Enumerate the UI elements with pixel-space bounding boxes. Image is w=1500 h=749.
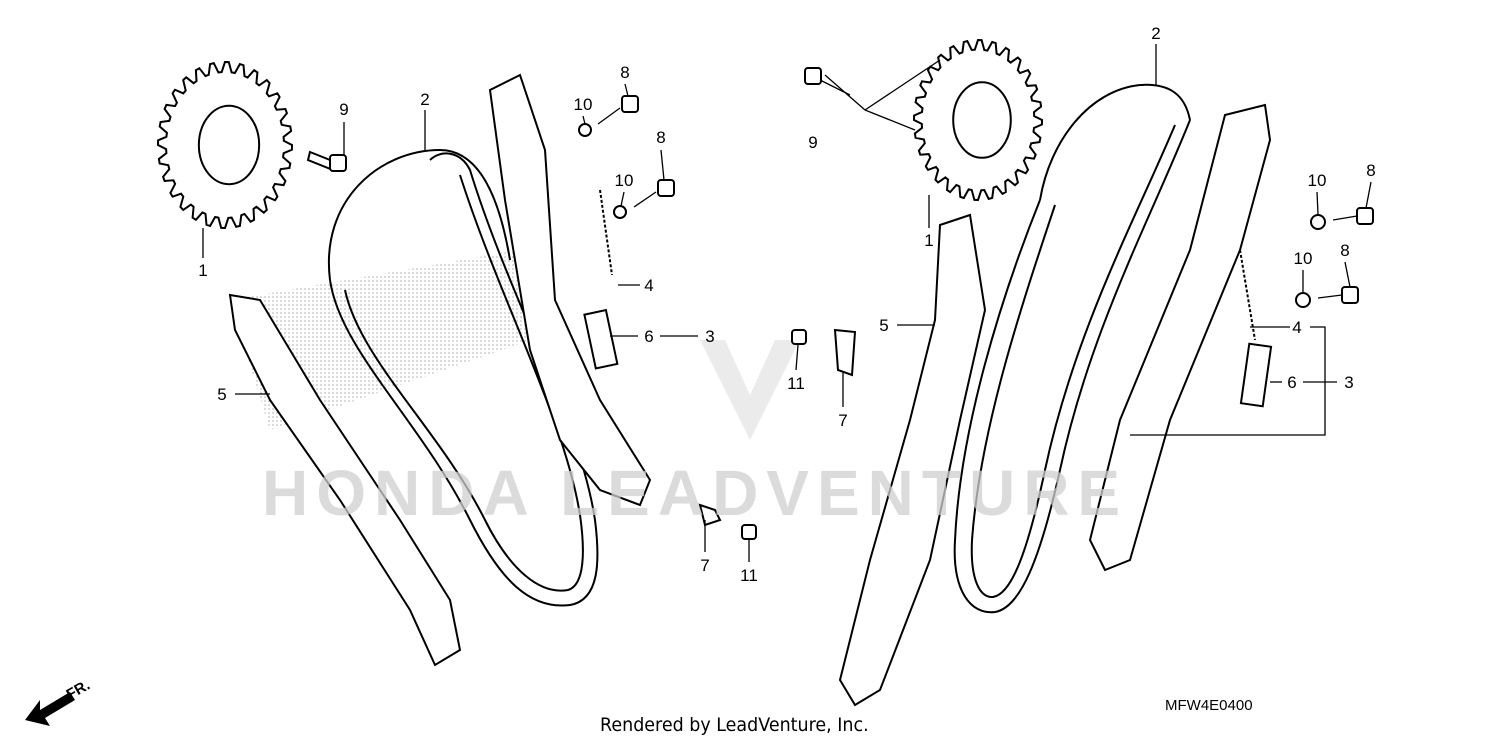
left-assembly (156, 60, 857, 667)
bolt-head-9-left (329, 154, 347, 172)
cam-sprocket-left (156, 60, 294, 230)
tensioner-left (488, 73, 652, 507)
collar-right (1239, 342, 1273, 408)
callout-5: 5 (217, 385, 226, 404)
chain-guide-right (838, 213, 987, 707)
cam-sprocket-right (912, 38, 1044, 202)
leader-lines (202, 44, 1372, 562)
callout-3: 3 (705, 327, 714, 346)
callout-6: 6 (1287, 373, 1296, 392)
callout-10: 10 (574, 95, 593, 114)
cam-chain-left (327, 148, 511, 281)
bolt-8b-left (657, 179, 675, 197)
clip-7-left (698, 503, 722, 527)
bolt-8a-left (621, 95, 639, 113)
front-direction-arrow: FR. (25, 677, 93, 726)
diagram-code: MFW4E0400 (1165, 697, 1253, 714)
sprocket-hub (197, 104, 261, 186)
washer-10a-right (1310, 214, 1326, 230)
callout-7: 7 (838, 411, 847, 430)
bolt-9-right (804, 67, 822, 85)
callouts: 1 9 2 10 8 8 10 4 6 3 5 7 11 11 7 9 1 2 … (198, 24, 1375, 585)
callout-8: 8 (1340, 241, 1349, 260)
cam-chain-left-loop (329, 152, 599, 607)
washer-10b-right (1295, 292, 1311, 308)
bolt-8a-right (1356, 207, 1374, 225)
tensioner-spring-left (599, 189, 613, 276)
callout-6: 6 (644, 327, 653, 346)
callout-10: 10 (1294, 249, 1313, 268)
bolt-11-center (791, 329, 807, 345)
callout-11: 11 (787, 374, 805, 393)
callout-9: 9 (808, 133, 817, 152)
callout-2: 2 (420, 90, 429, 109)
callout-1: 1 (198, 261, 207, 280)
cam-chain-right (1039, 83, 1191, 201)
callout-8: 8 (1366, 161, 1375, 180)
tensioner-right (1088, 103, 1272, 572)
watermark-background (230, 250, 800, 440)
callout-10: 10 (615, 171, 634, 190)
callout-11: 11 (740, 566, 758, 585)
callout-1: 1 (924, 231, 933, 250)
callout-8: 8 (656, 128, 665, 147)
credit-text: Rendered by LeadVenture, Inc. (600, 714, 869, 736)
washer-10b-left (613, 205, 627, 219)
sprocket-hub (952, 81, 1012, 159)
right-assembly (804, 38, 1374, 707)
callout-3: 3 (1344, 373, 1353, 392)
cam-chain-right-loop (953, 119, 1191, 614)
callout-8: 8 (620, 63, 629, 82)
chain-guide-left (228, 293, 462, 667)
callout-10: 10 (1308, 171, 1327, 190)
tensioner-spring-right (1239, 249, 1256, 341)
callout-7: 7 (700, 556, 709, 575)
bolt-11-left (741, 524, 757, 540)
washer-10a-left (578, 123, 592, 137)
collar-left (583, 308, 619, 370)
bolt-8b-right (1341, 286, 1359, 304)
callout-5: 5 (879, 316, 888, 335)
callout-4: 4 (1292, 318, 1301, 337)
callout-2: 2 (1151, 24, 1160, 43)
callout-4: 4 (644, 276, 653, 295)
callout-9: 9 (339, 100, 348, 119)
clip-7-center (833, 328, 857, 377)
